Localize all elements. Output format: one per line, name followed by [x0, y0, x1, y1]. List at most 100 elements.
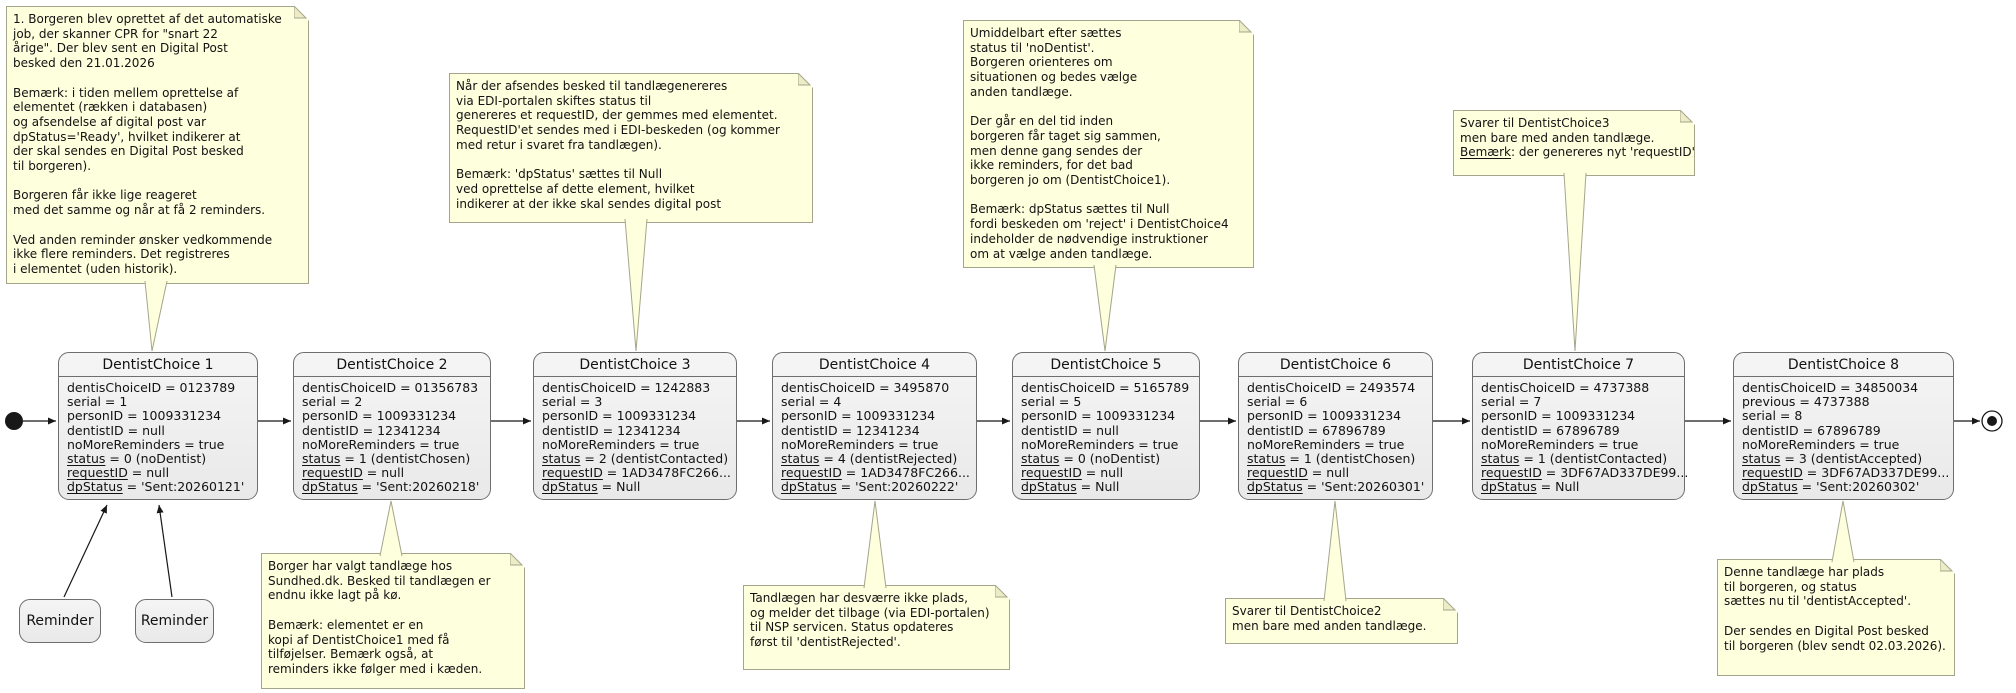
note-line: Denne tandlæge har plads: [1724, 565, 1885, 579]
attr-line: noMoreReminders = true: [1481, 437, 1676, 452]
attr-name: personID: [67, 408, 124, 424]
attr-name: serial: [302, 394, 336, 410]
attr-line: serial = 5: [1021, 395, 1191, 409]
state-attributes: dentisChoiceID = 2493574 serial = 6 pers…: [1239, 377, 1432, 499]
note-line: [456, 153, 806, 168]
attr-line: dpStatus = Null: [1021, 480, 1191, 494]
attr-line: status = 0 (noDentist): [67, 451, 249, 467]
attr-value: = Null: [597, 479, 641, 495]
note-line: Bemærk: i tiden mellem oprettelse af: [13, 85, 239, 100]
attr-value: = 2: [335, 394, 363, 410]
state-title: DentistChoice 3: [534, 353, 736, 377]
attr-value: = 4 (dentistRejected): [819, 451, 958, 467]
state-title: DentistChoice 2: [294, 353, 490, 377]
state-attributes: dentisChoiceID = 0123789 serial = 1 pers…: [59, 377, 257, 499]
attr-value: = null: [1307, 465, 1350, 481]
attr-line: dentistID = null: [1021, 422, 1191, 438]
attr-line: personID = 1009331234: [1021, 409, 1191, 423]
attr-name: dentistID: [1742, 422, 1799, 438]
attr-line: requestID = 3DF67AD337DE99...: [1742, 466, 1949, 480]
attr-name: noMoreReminders: [1742, 436, 1856, 452]
attr-name: dentisChoiceID: [67, 380, 162, 395]
attr-line: requestID = null: [1021, 466, 1191, 480]
attr-value: = 1 (dentistChosen): [1285, 451, 1416, 467]
attr-value: = 1009331234: [1303, 408, 1402, 424]
attr-value: = 1009331234: [837, 408, 936, 424]
attr-value: = null: [1077, 422, 1119, 438]
note-line: til NSP servicen. Status opdateres: [750, 620, 954, 635]
state-title: Reminder: [26, 613, 94, 629]
note-fold-icon: [510, 553, 525, 568]
note-line: borgeren får taget sig sammen,: [970, 128, 1161, 143]
attr-name: serial: [781, 394, 815, 410]
attr-line: previous = 4737388: [1742, 395, 1945, 409]
attr-line: personID = 1009331234: [302, 409, 482, 423]
attr-name: personID: [1021, 408, 1078, 424]
note-line: Bemærk: dpStatus sættes til Null: [970, 202, 1170, 217]
attr-value: = 4737388: [1795, 394, 1870, 410]
note-line: job, der skanner CPR for "snart 22: [13, 26, 218, 41]
note-line: Svarer til DentistChoice3: [1460, 116, 1610, 130]
note-line: endnu ikke lagt på kø.: [268, 588, 402, 603]
attr-line: noMoreReminders = true: [302, 436, 482, 452]
attr-line: serial = 7: [1481, 395, 1676, 409]
note-line: men denne gang sendes der: [970, 143, 1143, 158]
state-dentistchoice-2: DentistChoice 2 dentisChoiceID = 0135678…: [293, 352, 491, 500]
attr-line: status = 4 (dentistRejected): [781, 451, 968, 467]
note-line: Bemærk: 'dpStatus' sættes til Null: [456, 167, 663, 182]
attr-name: noMoreReminders: [302, 436, 416, 452]
note-line: og melder det tilbage (via EDI-portalen): [750, 605, 990, 620]
attr-value: = 1AD3478FC266...: [602, 465, 731, 481]
attr-line: dentistID = 67896789: [1247, 423, 1424, 438]
attr-line: status = 1 (dentistChosen): [302, 451, 482, 466]
attr-name: dpStatus: [1247, 479, 1303, 495]
note-line: Umiddelbart efter sættes: [970, 26, 1122, 40]
final-state-icon: [1981, 410, 2003, 432]
attr-name: status: [781, 451, 820, 467]
attr-name: status: [1742, 451, 1781, 467]
attr-line: dentistID = 12341234: [542, 422, 728, 438]
attr-line: requestID = 3DF67AD337DE99...: [1481, 466, 1688, 480]
final-state-dot: [1987, 416, 1997, 426]
attr-value: = true: [894, 436, 939, 452]
attr-line: requestID = null: [1247, 466, 1424, 480]
attr-name: serial: [542, 394, 576, 410]
attr-line: requestID = null: [302, 466, 482, 480]
note-fold-icon: [294, 6, 309, 21]
note-line: Borger har valgt tandlæge hos: [268, 559, 453, 573]
note-line: genereres et requestID, der gemmes med e…: [456, 108, 778, 123]
note-line: Borgeren får ikke lige reageret: [13, 188, 197, 203]
attr-name: dentistID: [1481, 422, 1538, 438]
note-line: og afsendelse af digital post var: [13, 114, 206, 129]
attr-value: = 3DF67AD337DE99...: [1541, 465, 1689, 481]
attr-name: dentisChoiceID: [1247, 380, 1342, 395]
note-fold-icon: [995, 585, 1010, 600]
note-line: [268, 603, 518, 618]
attr-value: = 0123789: [161, 380, 236, 395]
note-line: ikke flere reminders. Det registreres: [13, 247, 230, 262]
attr-value: = 4737388: [1575, 380, 1650, 395]
attr-value: = null: [127, 465, 170, 481]
note-svarer-dentistchoice3: Svarer til DentistChoice3 men bare med a…: [1453, 110, 1695, 176]
attr-name: dentistID: [542, 422, 599, 438]
attr-name: dentisChoiceID: [302, 380, 397, 395]
attr-name: noMoreReminders: [67, 436, 181, 452]
state-attributes: dentisChoiceID = 1242883 serial = 3 pers…: [534, 377, 736, 499]
attr-line: serial = 1: [67, 395, 249, 409]
state-dentistchoice-6: DentistChoice 6 dentisChoiceID = 2493574…: [1238, 352, 1433, 500]
attr-name: dentistID: [781, 422, 838, 438]
attr-name: previous: [1742, 394, 1796, 410]
note-line: til borgeren).: [13, 159, 92, 174]
attr-value: = 'Sent:20260301': [1302, 479, 1425, 495]
attr-value: = 3DF67AD337DE99...: [1802, 465, 1950, 481]
note-line: [970, 100, 1247, 115]
attr-line: dpStatus = 'Sent:20260302': [1742, 480, 1945, 494]
attr-line: dentistID = 12341234: [781, 422, 968, 438]
attr-name: status: [67, 451, 106, 467]
note-line: i elementet (uden historik).: [13, 261, 178, 276]
attr-name: status: [1481, 451, 1520, 467]
attr-name: dentisChoiceID: [1021, 380, 1116, 395]
note-tail: [1563, 172, 1587, 352]
attr-line: dentistID = null: [67, 423, 249, 438]
